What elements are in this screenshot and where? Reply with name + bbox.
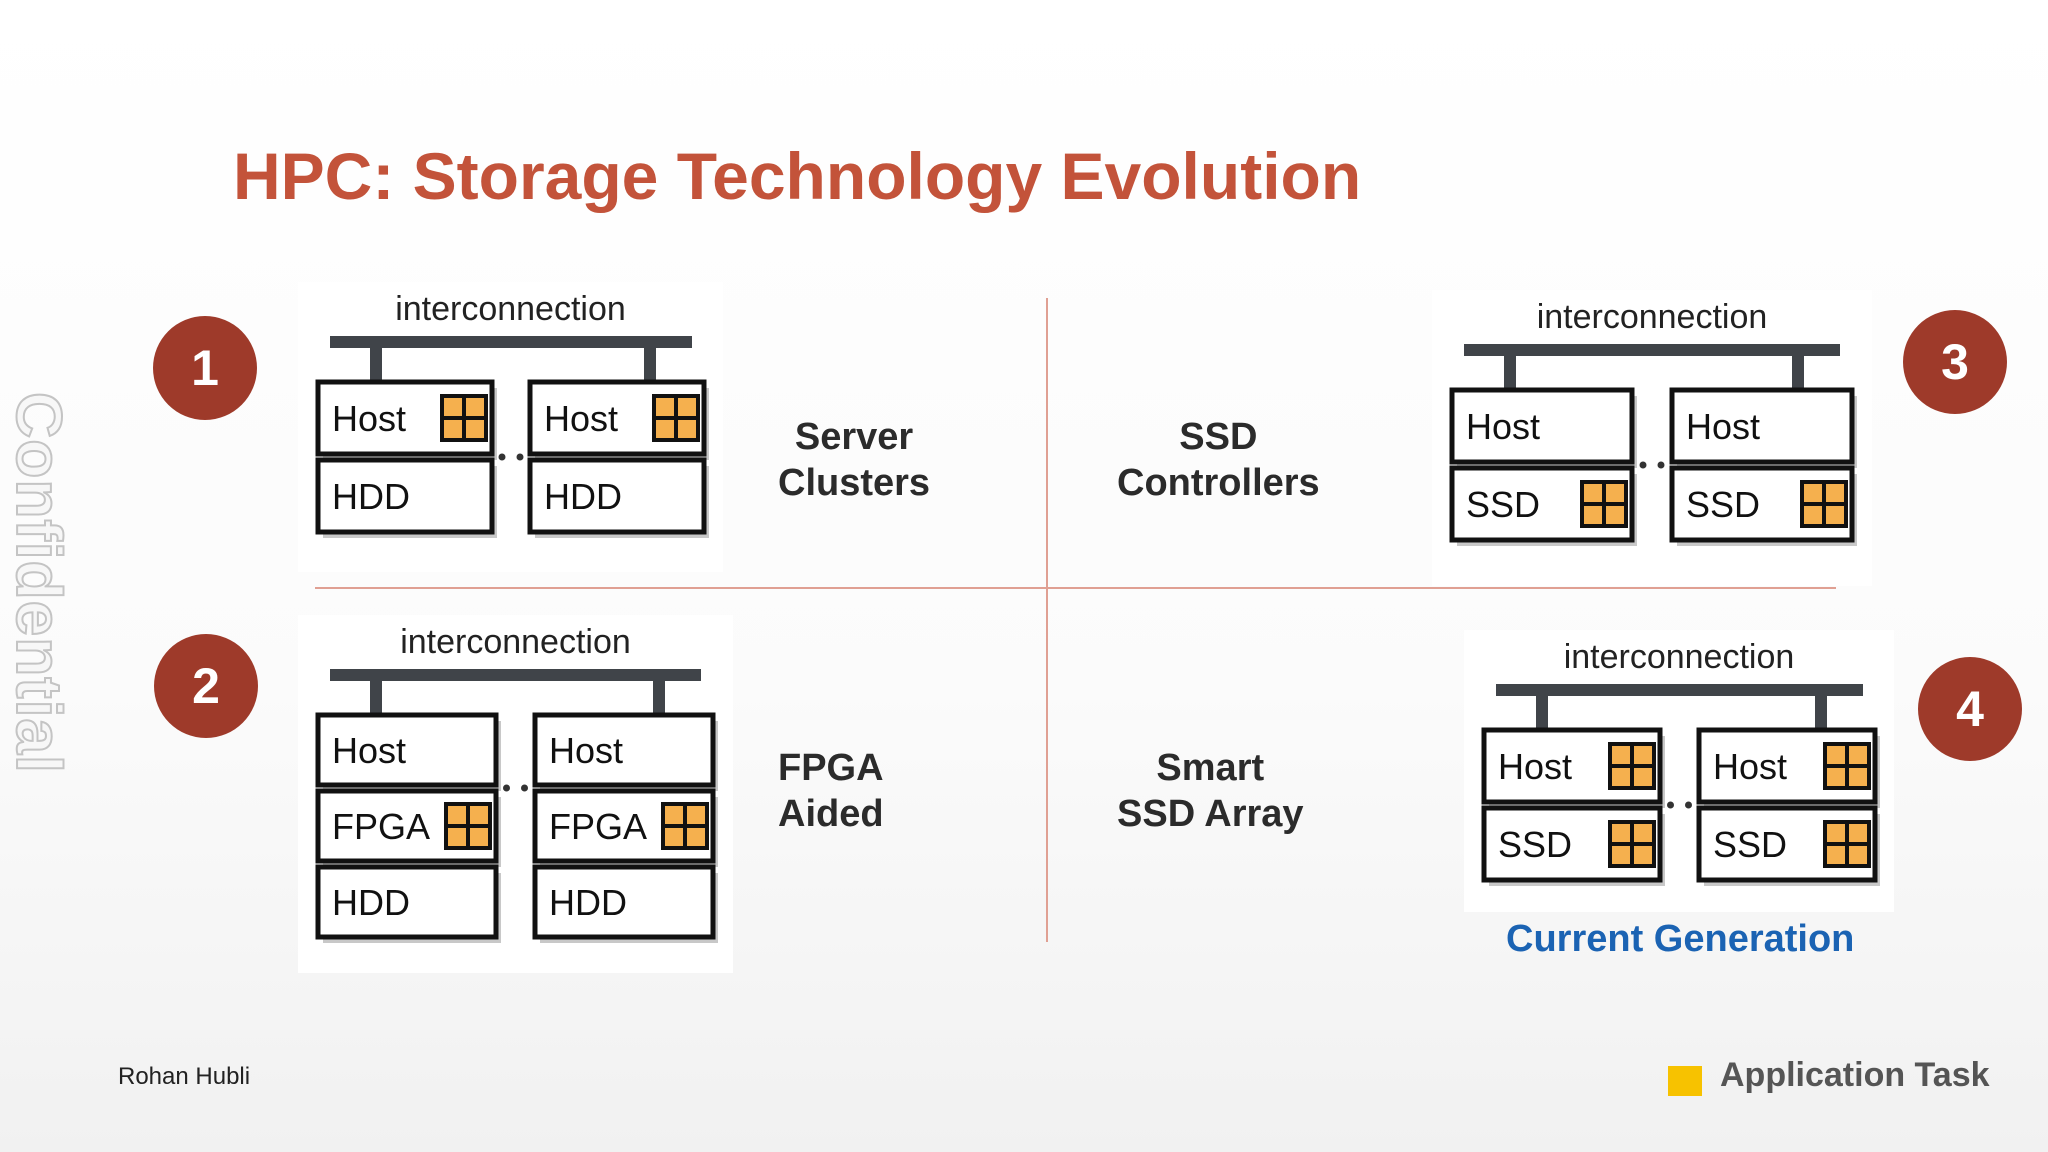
quadrant-divider-horizontal bbox=[315, 587, 1836, 589]
interconnect-bus bbox=[1496, 684, 1863, 696]
label-line-2: Aided bbox=[778, 793, 884, 835]
node-label: Host bbox=[544, 398, 618, 439]
node-label: SSD bbox=[1713, 824, 1787, 865]
badge-3: 3 bbox=[1903, 310, 2007, 414]
node-label: SSD bbox=[1466, 484, 1540, 525]
label-line-1: Smart bbox=[1156, 747, 1265, 789]
interconnect-bus bbox=[1464, 344, 1840, 356]
interconnection-label: interconnection bbox=[400, 623, 631, 661]
quadrant-divider-vertical bbox=[1046, 298, 1048, 942]
interconnection-label: interconnection bbox=[1537, 298, 1768, 336]
ellipsis-dot bbox=[498, 453, 506, 461]
ellipsis-dot bbox=[1639, 461, 1647, 469]
node-label: HDD bbox=[332, 476, 410, 517]
node-label: HDD bbox=[544, 476, 622, 517]
legend-label: Application Task bbox=[1720, 1056, 1990, 1094]
label-fpga-aided: FPGA Aided bbox=[778, 745, 884, 837]
label-line-1: Server bbox=[794, 416, 914, 458]
node-label: Host bbox=[549, 730, 623, 771]
bus-connector bbox=[370, 336, 382, 382]
ellipsis-dot bbox=[503, 784, 510, 792]
interconnect-bus bbox=[330, 336, 692, 348]
ellipsis-dot bbox=[1657, 461, 1665, 469]
node-box bbox=[315, 864, 499, 940]
bus-connector bbox=[370, 669, 382, 715]
node-label: FPGA bbox=[332, 806, 430, 847]
label-server-clusters: Server Clusters bbox=[778, 414, 930, 506]
node-label: Host bbox=[1498, 746, 1572, 787]
badge-2: 2 bbox=[154, 634, 258, 738]
interconnect-bus bbox=[330, 669, 701, 681]
current-generation-label: Current Generation bbox=[1506, 918, 1855, 960]
ellipsis-dot bbox=[1685, 801, 1692, 809]
badge-4: 4 bbox=[1918, 657, 2022, 761]
node-label: FPGA bbox=[549, 806, 647, 847]
label-line-2: SSD Array bbox=[1117, 793, 1304, 835]
label-line-1: FPGA bbox=[778, 747, 884, 789]
node-box bbox=[1669, 387, 1855, 465]
label-line-1: SSD bbox=[1179, 416, 1258, 458]
interconnection-label: interconnection bbox=[1564, 638, 1795, 676]
bus-connector bbox=[644, 336, 656, 382]
bus-connector bbox=[1792, 344, 1804, 390]
node-label: Host bbox=[332, 398, 406, 439]
ellipsis-dot bbox=[521, 784, 528, 792]
label-smart-ssd-array: Smart SSD Array bbox=[1117, 745, 1304, 837]
node-label: Host bbox=[1686, 406, 1760, 447]
label-line-2: Controllers bbox=[1117, 462, 1320, 504]
bus-connector bbox=[1536, 684, 1548, 730]
confidential-watermark: Confidential bbox=[2, 391, 76, 775]
author-name: Rohan Hubli bbox=[118, 1063, 251, 1090]
bus-connector bbox=[653, 669, 665, 715]
node-box bbox=[527, 457, 707, 535]
node-box bbox=[315, 457, 495, 535]
node-box bbox=[1449, 387, 1635, 465]
node-label: HDD bbox=[332, 882, 410, 923]
label-line-2: Clusters bbox=[778, 462, 931, 504]
node-box bbox=[532, 712, 716, 788]
label-ssd-controllers: SSD Controllers bbox=[1117, 414, 1320, 506]
node-label: SSD bbox=[1498, 824, 1572, 865]
bus-connector bbox=[1504, 344, 1516, 390]
page-title: HPC: Storage Technology Evolution bbox=[233, 139, 1362, 213]
ellipsis-dot bbox=[1667, 801, 1674, 809]
node-label: SSD bbox=[1686, 484, 1760, 525]
node-label: HDD bbox=[549, 882, 627, 923]
node-label: Host bbox=[332, 730, 406, 771]
interconnection-label: interconnection bbox=[395, 290, 626, 328]
node-box bbox=[532, 864, 716, 940]
badge-1: 1 bbox=[153, 316, 257, 420]
node-label: Host bbox=[1466, 406, 1540, 447]
legend-swatch bbox=[1668, 1066, 1702, 1096]
node-label: Host bbox=[1713, 746, 1787, 787]
bus-connector bbox=[1815, 684, 1827, 730]
node-box bbox=[315, 712, 499, 788]
ellipsis-dot bbox=[516, 453, 524, 461]
